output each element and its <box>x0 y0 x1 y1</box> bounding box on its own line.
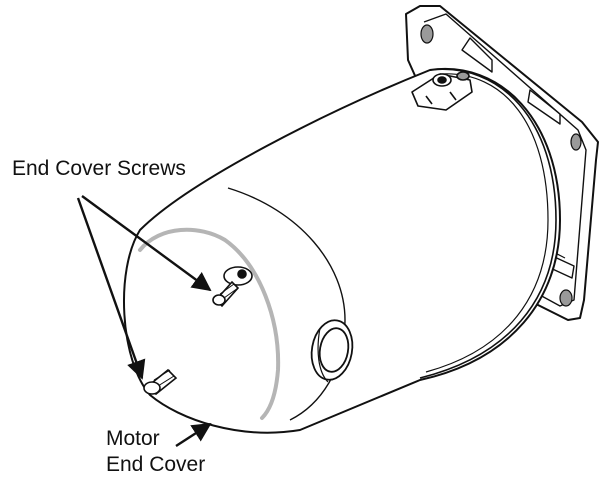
arrow-to-end-cover <box>175 422 212 448</box>
terminal-bracket <box>411 71 473 111</box>
arrow-to-lower-screw <box>76 197 146 380</box>
end-cover-screw-upper <box>212 266 253 308</box>
arrow-to-upper-screw <box>81 195 212 292</box>
motor-end-cover-label-line1: Motor <box>106 427 160 450</box>
end-cover-screws-label: End Cover Screws <box>12 157 186 180</box>
end-cover-screw-lower <box>143 368 178 396</box>
end-cover-outline <box>138 227 281 420</box>
motor-end-cover-label-line2: End Cover <box>106 453 206 476</box>
motor-body <box>122 67 561 434</box>
callout-arrows <box>76 195 212 448</box>
conduit-opening <box>310 319 354 383</box>
